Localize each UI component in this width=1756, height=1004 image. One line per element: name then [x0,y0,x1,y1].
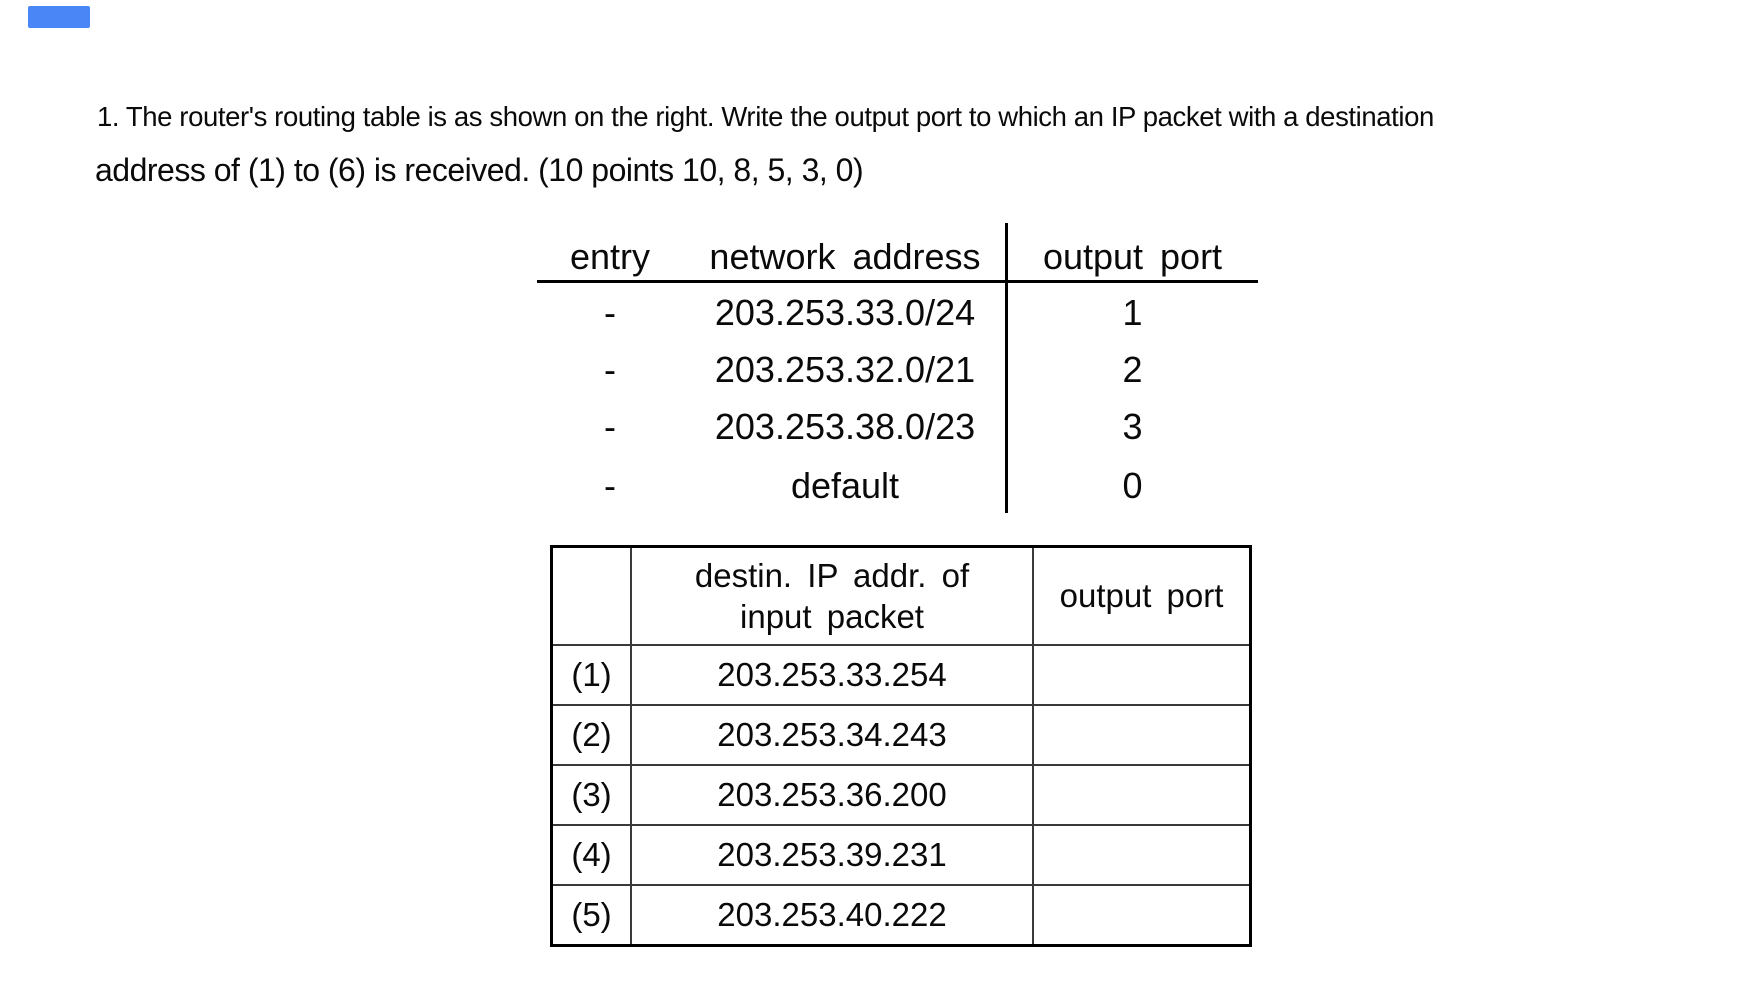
answer-table-row: (1) 203.253.33.254 [550,644,1252,706]
routing-output-port: 2 [1122,349,1143,390]
answer-row-label: (2) [550,704,632,766]
answer-header-blank [550,545,632,646]
answer-table-row: (3) 203.253.36.200 [550,764,1252,826]
routing-table-header-rule [537,280,1258,283]
answer-dest-ip: 203.253.36.200 [630,764,1034,826]
answer-table-row: (5) 203.253.40.222 [550,884,1252,947]
answer-table-row: (4) 203.253.39.231 [550,824,1252,886]
routing-table-header-row: entry network address output port [537,235,1258,279]
answer-row-label: (5) [550,884,632,947]
routing-table-row: - default 0 [537,464,1258,508]
routing-header-entry: entry [569,236,651,277]
routing-network-address: default [790,465,900,506]
blue-marker [28,6,90,28]
answer-output-cell [1032,824,1252,886]
answer-output-cell [1032,884,1252,947]
answer-table: destin. IP addr. of input packet output … [550,545,1252,947]
answer-header-output-port: output port [1032,545,1252,646]
routing-entry-dash: - [604,349,616,390]
answer-output-cell [1032,704,1252,766]
routing-network-address: 203.253.33.0/24 [714,292,976,333]
answer-table-row: (2) 203.253.34.243 [550,704,1252,766]
answer-row-label: (3) [550,764,632,826]
answer-row-label: (1) [550,644,632,706]
routing-table-vertical-divider [1005,223,1008,513]
routing-output-port: 1 [1122,292,1143,333]
answer-row-label: (4) [550,824,632,886]
routing-output-port: 0 [1122,465,1143,506]
routing-header-output-port: output port [1042,236,1223,277]
routing-table-row: - 203.253.33.0/24 1 [537,291,1258,335]
question-line-2: address of (1) to (6) is received. (10 p… [95,152,864,188]
answer-header-dest-ip: destin. IP addr. of input packet [630,545,1034,646]
answer-header-dest-line1: destin. IP addr. of [694,557,970,594]
answer-table-header-row: destin. IP addr. of input packet output … [550,545,1252,646]
routing-table-row: - 203.253.38.0/23 3 [537,405,1258,449]
routing-table-row: - 203.253.32.0/21 2 [537,348,1258,392]
answer-header-dest-line2: input packet [740,598,924,635]
routing-output-port: 3 [1122,406,1143,447]
routing-entry-dash: - [604,465,616,506]
routing-entry-dash: - [604,406,616,447]
answer-dest-ip: 203.253.39.231 [630,824,1034,886]
routing-entry-dash: - [604,292,616,333]
answer-dest-ip: 203.253.40.222 [630,884,1034,947]
answer-dest-ip: 203.253.33.254 [630,644,1034,706]
answer-output-cell [1032,764,1252,826]
routing-network-address: 203.253.32.0/21 [714,349,976,390]
answer-output-cell [1032,644,1252,706]
answer-dest-ip: 203.253.34.243 [630,704,1034,766]
question-line-1: 1. The router's routing table is as show… [97,101,1434,132]
routing-header-network-address: network address [709,236,981,277]
routing-network-address: 203.253.38.0/23 [714,406,976,447]
